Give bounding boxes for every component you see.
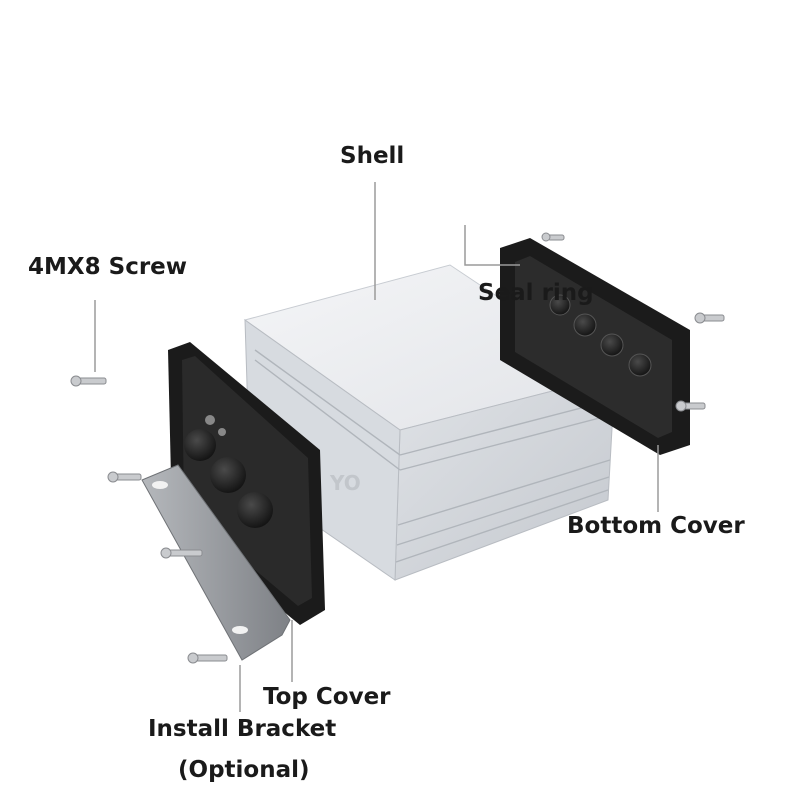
top-cover-cable-glands (184, 415, 273, 528)
label-install-bracket-optional: (Optional) (178, 757, 310, 783)
label-seal-ring: Seal ring (478, 280, 594, 306)
label-screw: 4MX8 Screw (28, 254, 188, 280)
screw-bracket-mid (160, 547, 203, 559)
screw-top-right (541, 232, 565, 242)
bottom-cover (500, 238, 690, 455)
shell-watermark: YO (329, 471, 361, 495)
label-install-bracket: Install Bracket (148, 716, 337, 742)
screw-bracket-bottom (187, 652, 228, 664)
bottom-cover-connectors (549, 294, 652, 377)
shell: YO (243, 264, 617, 581)
screw-right-1 (694, 312, 725, 324)
leader-seal-ring (464, 225, 520, 266)
label-shell: Shell (340, 143, 405, 169)
top-cover (168, 342, 325, 625)
screw-right-2 (675, 400, 706, 412)
install-bracket (141, 464, 291, 661)
label-bottom-cover: Bottom Cover (567, 513, 745, 539)
screw-left (70, 375, 107, 387)
screws (70, 232, 725, 664)
shell-fins (254, 349, 613, 563)
leader-lines (94, 182, 659, 712)
label-top-cover: Top Cover (263, 684, 391, 710)
screw-mid-left (107, 471, 142, 483)
